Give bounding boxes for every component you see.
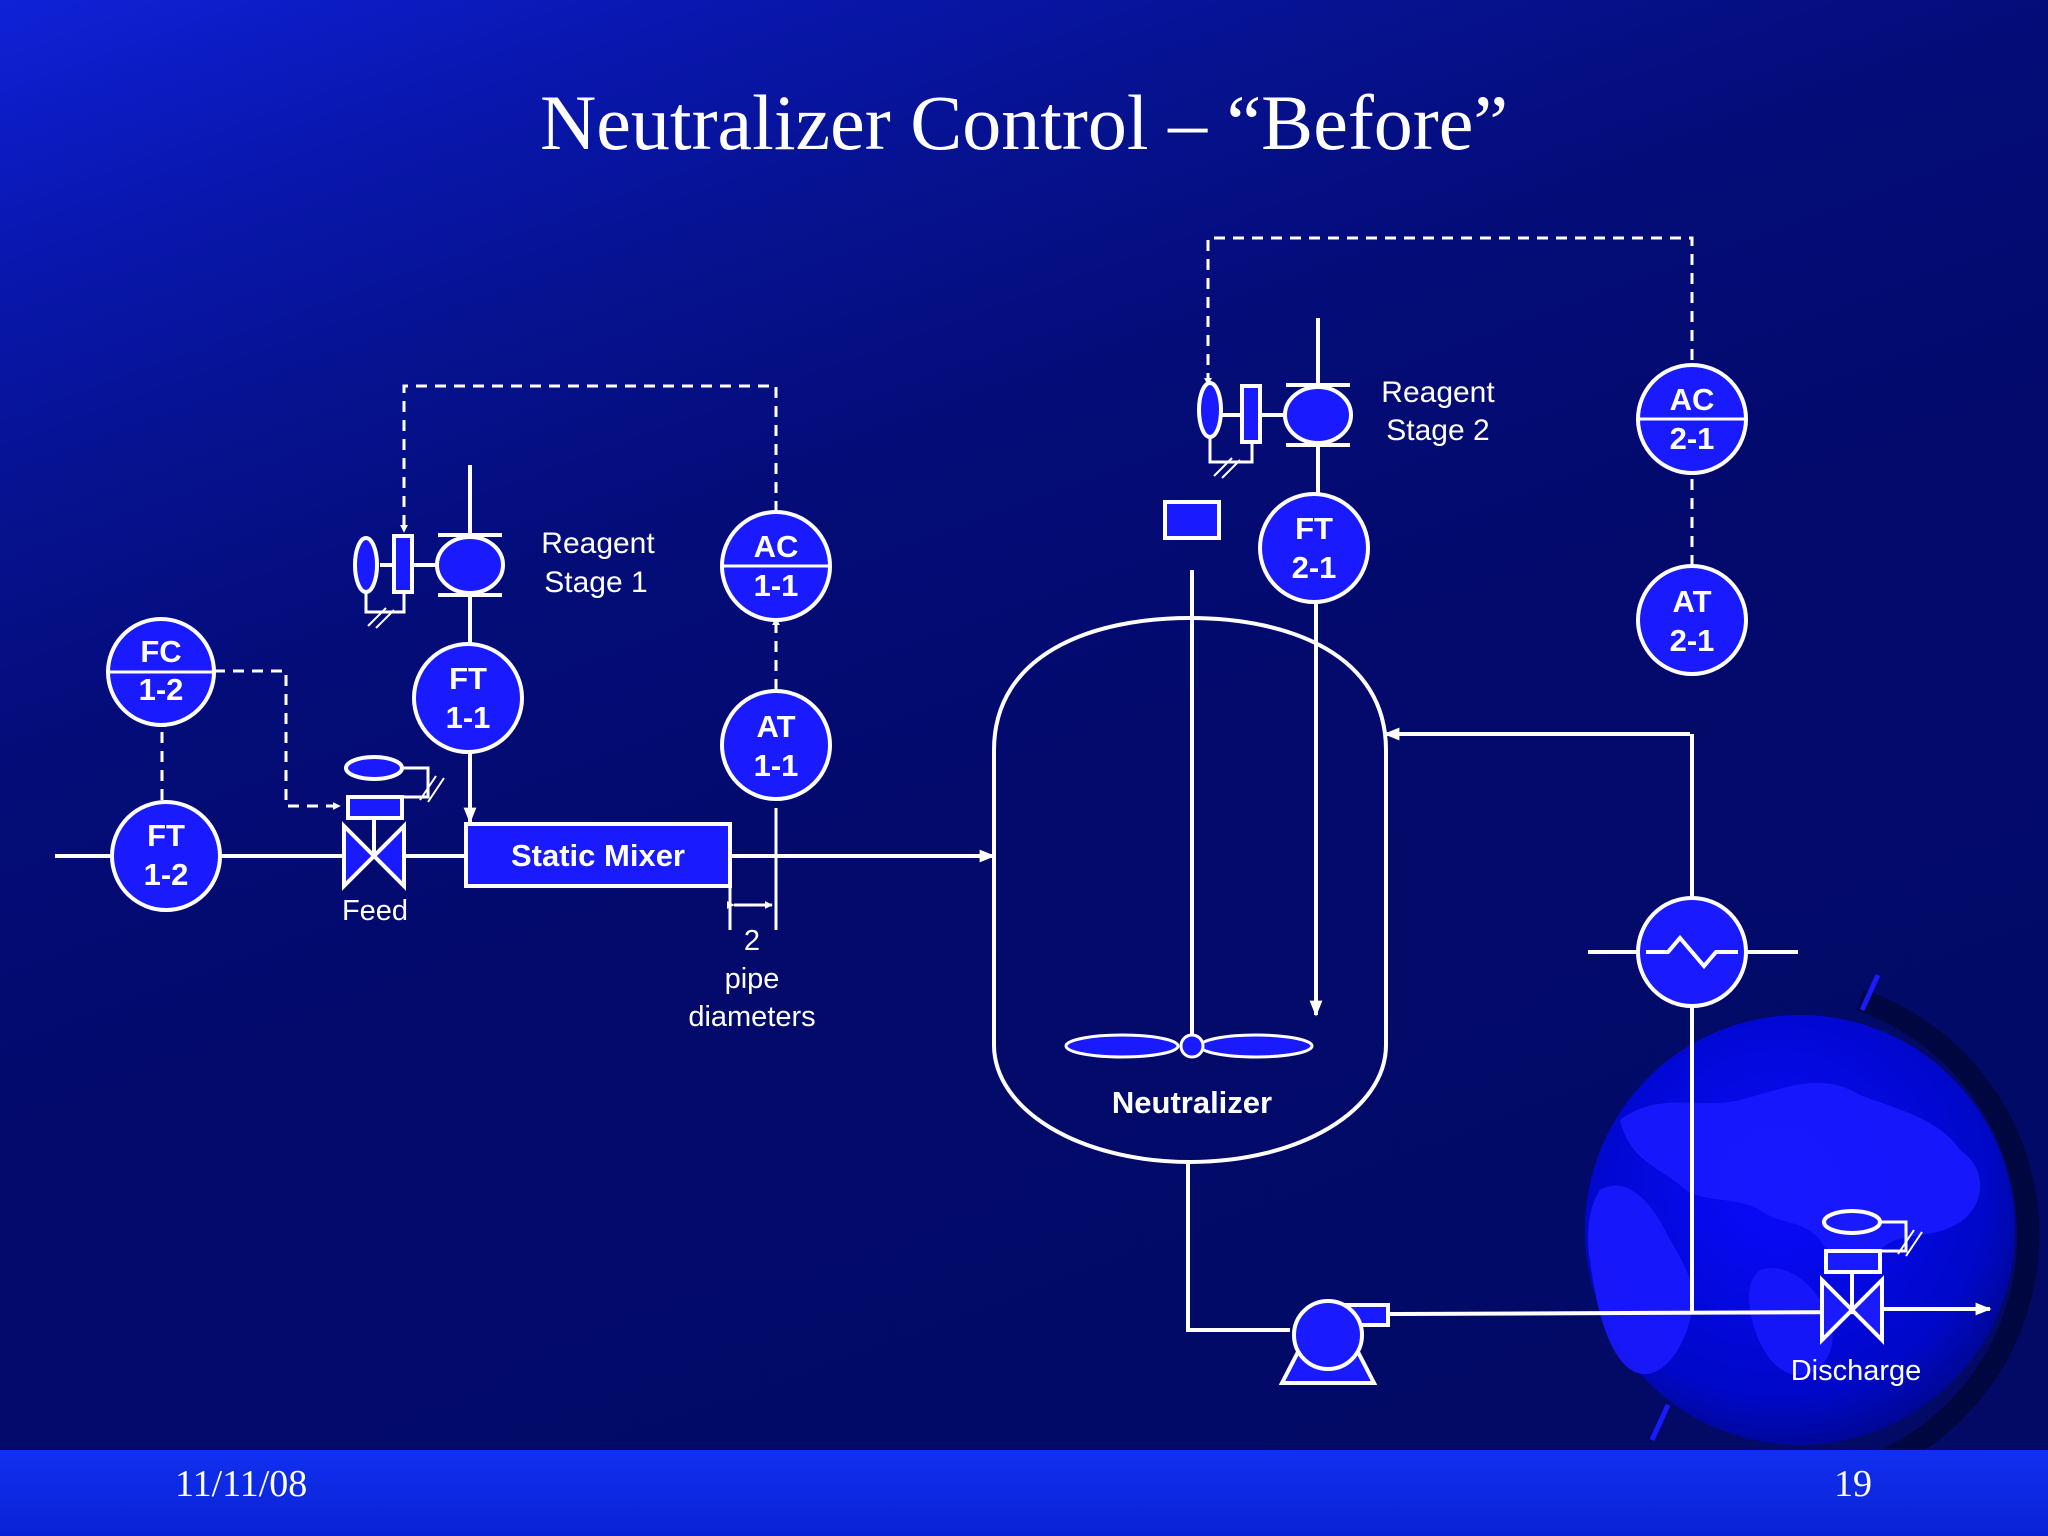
- instrument-at11: AT 1-1: [720, 689, 832, 801]
- agitator-motor: [1163, 500, 1221, 540]
- footer-bar: [0, 1450, 2048, 1536]
- ac21-tag: AC: [1670, 382, 1715, 417]
- instrument-fc12: FC 1-2: [106, 617, 216, 727]
- reagent1-label-line1: Reagent: [541, 527, 655, 560]
- at11-number: 1-1: [754, 748, 799, 783]
- fc12-tag: FC: [140, 634, 181, 669]
- ac11-number: 1-1: [754, 568, 799, 603]
- at11-tag: AT: [756, 709, 795, 744]
- reagent1-label-line2: Stage 1: [544, 566, 647, 599]
- signal-fc12-valve: [214, 669, 341, 810]
- neutralizer-label: Neutralizer: [1112, 1085, 1272, 1120]
- neutralizer-vessel: Neutralizer: [992, 500, 1388, 1165]
- ft21-tag: FT: [1295, 511, 1333, 546]
- at21-tag: AT: [1672, 584, 1711, 619]
- globe-decoration-icon: [1585, 973, 2040, 1495]
- reagent2-control-valve: [1197, 381, 1353, 479]
- instrument-at21: AT 2-1: [1636, 564, 1748, 676]
- ac11-tag: AC: [754, 529, 799, 564]
- footer-date: 11/11/08: [175, 1463, 308, 1505]
- impeller-blade-right: [1198, 1033, 1314, 1059]
- ft12-tag: FT: [147, 818, 185, 853]
- feed-label: Feed: [342, 895, 408, 927]
- impeller-blade-left: [1064, 1033, 1180, 1059]
- fc12-number: 1-2: [139, 672, 184, 707]
- instrument-ft11: FT 1-1: [412, 642, 524, 754]
- pipe-diameters-label-line1: 2: [744, 925, 760, 957]
- at21-number: 2-1: [1670, 623, 1715, 658]
- ft12-number: 1-2: [144, 857, 189, 892]
- pipe-diameters-label-line2: pipe: [725, 963, 780, 995]
- impeller-hub: [1179, 1033, 1205, 1059]
- ft11-tag: FT: [449, 661, 487, 696]
- neutralizer-outlet-line: [1186, 1160, 1290, 1332]
- ac21-number: 2-1: [1670, 421, 1715, 456]
- ft21-number: 2-1: [1292, 550, 1337, 585]
- reagent1-control-valve: [353, 533, 505, 629]
- signal-ac21-reagent2: [1204, 236, 1694, 386]
- instrument-ft21: FT 2-1: [1258, 492, 1370, 604]
- slide-title: Neutralizer Control – “Before”: [539, 79, 1509, 166]
- discharge-valve: Discharge: [1791, 1209, 1970, 1387]
- instrument-ft12: FT 1-2: [110, 800, 222, 912]
- static-mixer: Static Mixer: [464, 822, 732, 888]
- reagent2-label-line1: Reagent: [1381, 376, 1495, 409]
- pump-discharge-line: [1387, 1310, 1881, 1316]
- ft11-number: 1-1: [446, 700, 491, 735]
- page-number: 19: [1834, 1463, 1872, 1505]
- discharge-label: Discharge: [1791, 1355, 1922, 1387]
- heat-exchanger-icon: [1636, 896, 1748, 1008]
- instrument-ac21: AC 2-1: [1636, 363, 1748, 475]
- signal-ac11-reagent1: [400, 384, 778, 533]
- instrument-ac11: AC 1-1: [720, 510, 832, 622]
- feed-control-valve: Feed: [342, 755, 445, 927]
- static-mixer-label: Static Mixer: [511, 838, 685, 873]
- pipe-diameters-label-line3: diameters: [688, 1001, 815, 1033]
- reagent2-label-line2: Stage 2: [1386, 414, 1489, 447]
- recirculation-pump-icon: [1278, 1299, 1390, 1385]
